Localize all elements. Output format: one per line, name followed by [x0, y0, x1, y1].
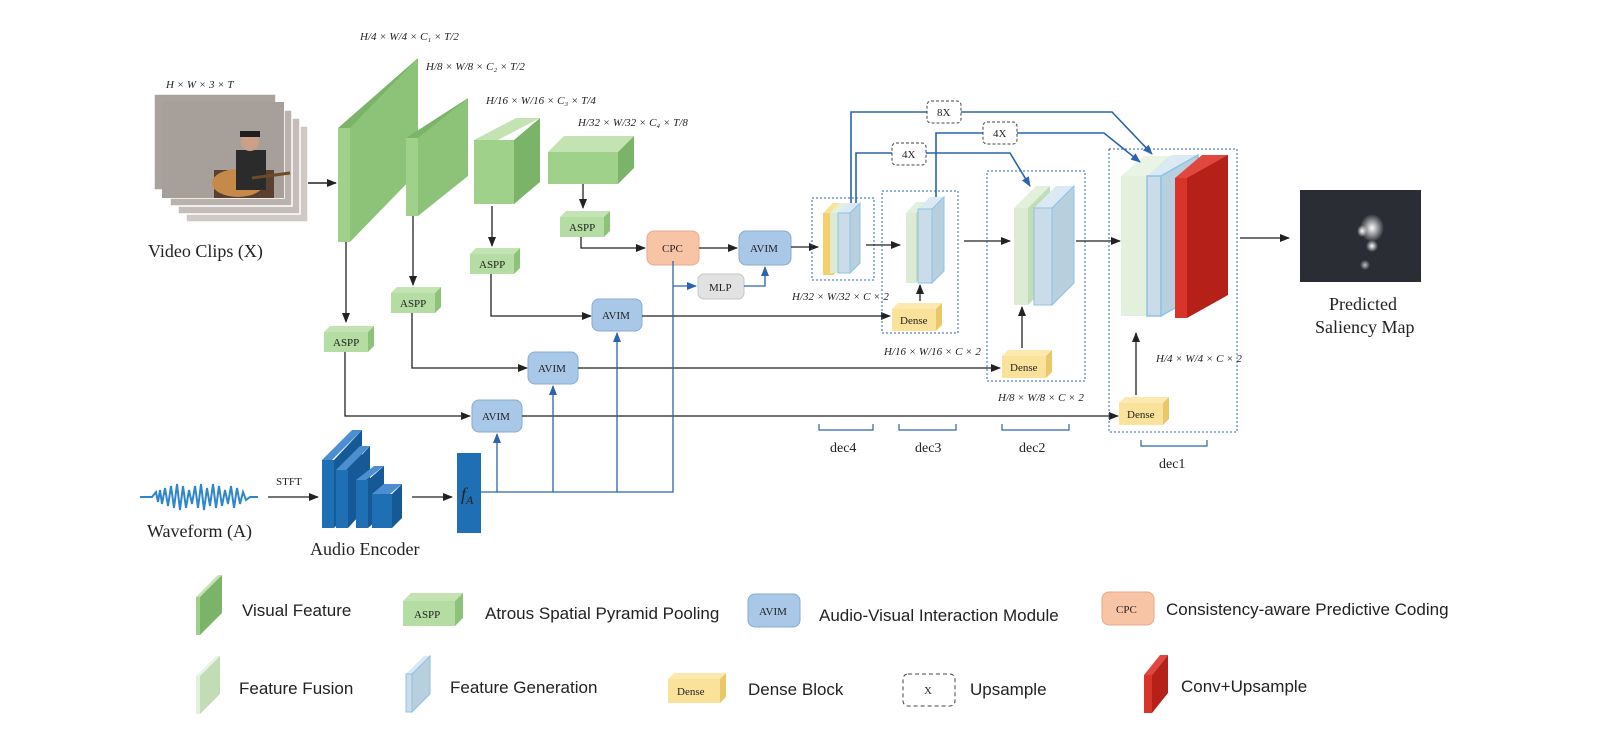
dec1-region — [1108, 148, 1238, 433]
dec1-blocks — [1121, 153, 1228, 318]
waveform: Waveform (A) — [140, 483, 258, 542]
legend-aspp: Atrous Spatial Pyramid Pooling — [485, 604, 719, 623]
legend-aspp-icon: ASPP — [403, 593, 463, 626]
dec2-brace — [1001, 424, 1070, 431]
input-dims: H × W × 3 × T — [165, 79, 234, 91]
dec3-label: dec3 — [915, 441, 941, 456]
legend-feature-fusion-icon — [196, 656, 220, 714]
legend-dense: Dense Block — [748, 680, 844, 699]
visual-feature-3 — [474, 118, 540, 204]
aspp-block-1: ASPP — [324, 326, 374, 352]
dec1-label: dec1 — [1159, 457, 1185, 472]
legend: Visual Feature ASPP Atrous Spatial Pyram… — [196, 575, 1449, 714]
fa-label: fA — [461, 484, 474, 507]
aspp-block-2: ASPP — [391, 287, 441, 313]
video-clips-label: Video Clips (X) — [148, 241, 263, 262]
video-clips: H × W × 3 × T Video Clips (X) — [148, 79, 309, 262]
legend-visual-feature: Visual Feature — [242, 601, 351, 620]
legend-conv-upsample: Conv+Upsample — [1181, 677, 1307, 696]
dense-label: Dense — [1127, 409, 1155, 421]
dec2-blocks — [1014, 184, 1075, 307]
d3-dims: H/16 × W/16 × C × 2 — [883, 346, 981, 358]
waveform-label: Waveform (A) — [147, 521, 252, 542]
legend-avim-icon-label: AVIM — [759, 606, 787, 618]
dec3-blocks — [906, 195, 945, 285]
legend-dense-icon-label: Dense — [677, 686, 705, 698]
d1-dims: H/4 × W/4 × C × 2 — [1155, 353, 1242, 365]
dec3-region — [881, 190, 959, 334]
aspp-label: ASPP — [569, 222, 595, 234]
mlp-module: MLP — [697, 273, 745, 300]
visual-feature-1 — [338, 58, 418, 242]
upsample-8x: 8X — [926, 100, 962, 124]
aspp-block-4: ASPP — [560, 211, 610, 237]
audio-feature: fA — [457, 453, 481, 533]
dec3-brace — [898, 424, 957, 431]
legend-upsample-icon-label: X — [924, 685, 932, 697]
dec1-brace — [1140, 440, 1208, 447]
cpc-module: CPC — [646, 230, 700, 266]
legend-aspp-icon-label: ASPP — [414, 609, 440, 621]
aspp-label: ASPP — [333, 337, 359, 349]
avim-2: AVIM — [527, 351, 579, 385]
dec2-label: dec2 — [1019, 441, 1045, 456]
avim-3: AVIM — [591, 298, 643, 332]
avim-label: AVIM — [538, 363, 566, 375]
audio-encoder-label: Audio Encoder — [310, 539, 419, 559]
avim-label: AVIM — [750, 243, 778, 255]
dense-block-dec3: Dense — [892, 303, 942, 331]
avim-top: AVIM — [738, 230, 792, 266]
mlp-label: MLP — [709, 282, 732, 294]
visual-feature-4 — [548, 136, 634, 184]
d2-dims: H/8 × W/8 × C × 2 — [997, 392, 1084, 404]
aspp-label: ASPP — [479, 259, 505, 271]
upsample-4x-label: 4X — [993, 128, 1007, 140]
cpc-label: CPC — [662, 243, 683, 255]
f1-dims: H/4 × W/4 × C₁ × T/2 — [359, 31, 459, 43]
legend-avim-icon: AVIM — [747, 593, 801, 628]
predicted-label-2: Saliency Map — [1315, 317, 1414, 337]
guitarist-photo — [162, 102, 291, 198]
upsample-4x-a: 4X — [891, 142, 927, 166]
dense-block-dec1: Dense — [1119, 397, 1169, 425]
dec4-blocks — [823, 201, 861, 275]
avim-1: AVIM — [471, 399, 523, 433]
legend-feature-generation: Feature Generation — [450, 678, 597, 697]
upsample-4x-label: 4X — [902, 149, 916, 161]
dec4-label: dec4 — [830, 441, 856, 456]
legend-cpc-icon: CPC — [1101, 591, 1155, 626]
f3-dims: H/16 × W/16 × C₃ × T/4 — [485, 95, 596, 107]
legend-avim: Audio-Visual Interaction Module — [819, 606, 1059, 625]
dense-block-dec2: Dense — [1002, 350, 1052, 378]
saliency-map: Predicted Saliency Map — [1300, 190, 1421, 337]
legend-feature-fusion: Feature Fusion — [239, 679, 353, 698]
f4-dims: H/32 × W/32 × C₄ × T/8 — [577, 117, 688, 129]
upsample-4x-b: 4X — [982, 121, 1018, 145]
legend-upsample: Upsample — [970, 680, 1047, 699]
d4-dims: H/32 × W/32 × C × 2 — [791, 291, 889, 303]
dec2-region — [986, 170, 1086, 382]
legend-visual-feature-icon — [196, 575, 222, 635]
avim-label: AVIM — [602, 310, 630, 322]
legend-cpc-icon-label: CPC — [1116, 604, 1137, 616]
legend-feature-generation-icon — [405, 654, 431, 714]
legend-upsample-icon: X — [902, 673, 956, 707]
aspp-label: ASPP — [400, 298, 426, 310]
stft-label: STFT — [276, 476, 302, 488]
avim-label: AVIM — [482, 411, 510, 423]
f2-dims: H/8 × W/8 × C₂ × T/2 — [425, 61, 525, 73]
aspp-block-3: ASPP — [470, 248, 520, 274]
upsample-8x-label: 8X — [937, 107, 951, 119]
predicted-label-1: Predicted — [1329, 294, 1397, 314]
visual-feature-2 — [406, 98, 468, 216]
legend-dense-icon: Dense — [668, 673, 726, 703]
dec4-brace — [818, 424, 874, 431]
audio-encoder: Audio Encoder — [310, 430, 419, 559]
dense-label: Dense — [1010, 362, 1038, 374]
dense-label: Dense — [900, 315, 928, 327]
legend-conv-icon — [1144, 655, 1168, 713]
legend-cpc: Consistency-aware Predictive Coding — [1166, 600, 1449, 619]
